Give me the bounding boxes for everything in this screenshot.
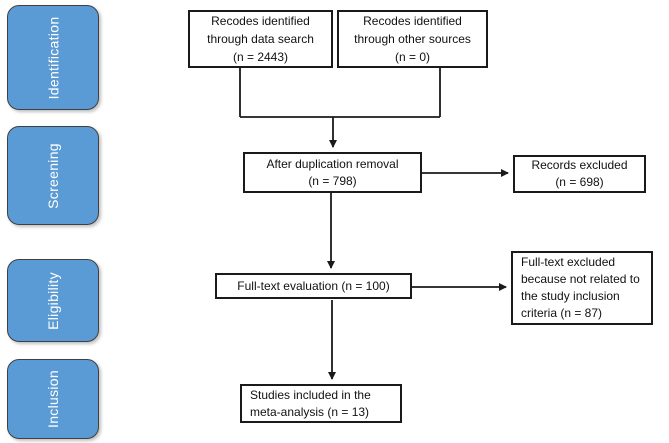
- stage-label-eligibility: Eligibility: [7, 259, 99, 342]
- box-text-line: because not related to: [521, 272, 640, 286]
- box-text-line: Studies included in the: [250, 387, 371, 402]
- box-text-line: After duplication removal: [266, 156, 399, 171]
- box-text-line: the study inclusion: [521, 289, 620, 303]
- box-text-line: through data search: [207, 32, 314, 46]
- box-text-line: Recodes identified: [211, 14, 310, 28]
- box-records-identified-data-search: Recodes identified through data search (…: [188, 10, 333, 68]
- connector-merge-top-boxes: [239, 68, 441, 118]
- box-studies-included-meta-analysis: Studies included in the meta-analysis (n…: [240, 384, 402, 423]
- box-text-line: Full-text excluded: [521, 255, 616, 269]
- box-after-duplication-removal: After duplication removal (n = 798): [243, 152, 422, 193]
- box-text-line: Recodes identified: [363, 14, 462, 28]
- stage-label-text: Identification: [45, 16, 61, 99]
- stage-label-text: Eligibility: [44, 271, 61, 330]
- stage-label-text: Inclusion: [45, 370, 61, 428]
- box-text-line: Records excluded: [531, 158, 628, 172]
- box-text-line: (n = 2443): [232, 50, 289, 64]
- box-fulltext-evaluation: Full-text evaluation (n = 100): [215, 273, 412, 299]
- box-text-line: criteria (n = 87): [521, 306, 603, 320]
- box-fulltext-excluded: Full-text excluded because not related t…: [511, 251, 653, 325]
- box-text-line: (n = 798): [308, 173, 357, 188]
- box-records-excluded: Records excluded (n = 698): [513, 155, 646, 193]
- stage-label-inclusion: Inclusion: [7, 359, 99, 439]
- box-text-line: Full-text evaluation (n = 100): [237, 279, 390, 293]
- stage-label-text: Screening: [45, 142, 61, 209]
- box-text-line: (n = 0): [394, 50, 430, 64]
- box-text-line: meta-analysis (n = 13): [250, 404, 370, 419]
- box-text-line: (n = 698): [555, 175, 604, 189]
- stage-label-screening: Screening: [7, 126, 99, 225]
- stage-label-identification: Identification: [7, 5, 99, 110]
- box-records-identified-other-sources: Recodes identified through other sources…: [337, 10, 488, 68]
- box-text-line: through other sources: [354, 32, 471, 46]
